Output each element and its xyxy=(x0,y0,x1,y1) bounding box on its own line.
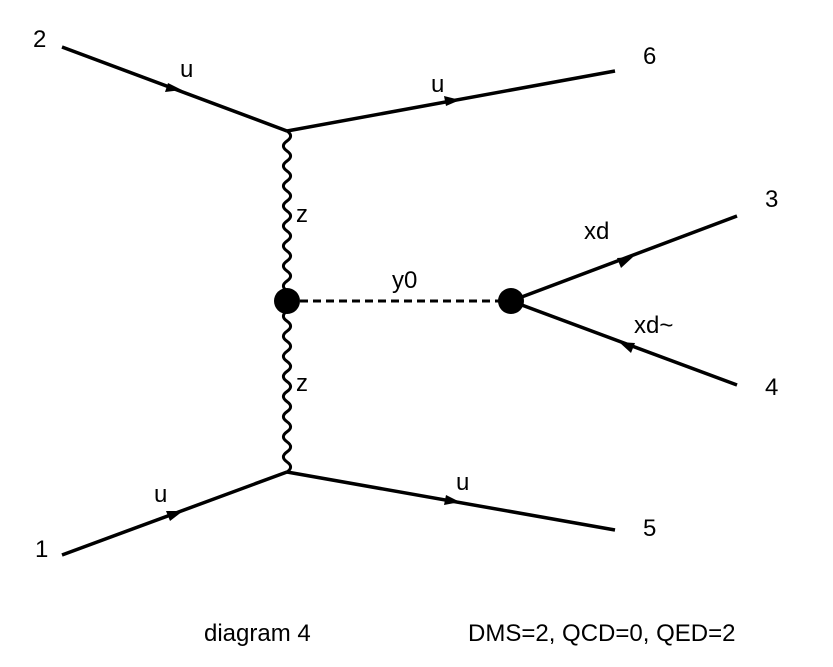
coupling-orders: DMS=2, QCD=0, QED=2 xyxy=(468,620,735,647)
label-particle-4: 4 xyxy=(765,374,778,401)
label-particle-1: 1 xyxy=(35,536,48,563)
arrow-u-in-bottom xyxy=(166,511,183,521)
label-u-out-top: u xyxy=(431,71,444,98)
label-particle-3: 3 xyxy=(765,186,778,213)
vertex-right xyxy=(498,288,524,314)
label-u-out-bottom: u xyxy=(456,469,469,496)
arrow-u-out-bottom xyxy=(444,495,460,505)
label-xd-bar: xd~ xyxy=(634,312,673,339)
arrow-xd-bar xyxy=(619,342,635,353)
label-z-upper: z xyxy=(296,201,308,228)
label-particle-2: 2 xyxy=(33,26,46,53)
label-xd: xd xyxy=(584,218,609,245)
label-z-lower: z xyxy=(296,370,308,397)
label-u-in-top: u xyxy=(180,56,193,83)
diagram-caption: diagram 4 xyxy=(204,620,311,647)
z-boson-upper xyxy=(281,129,293,303)
label-particle-5: 5 xyxy=(643,515,656,542)
vertex-left xyxy=(274,288,300,314)
label-y0: y0 xyxy=(392,267,417,294)
z-boson-lower xyxy=(281,299,293,474)
label-u-in-bottom: u xyxy=(154,481,167,508)
arrow-u-out-top xyxy=(444,96,460,106)
arrow-xd xyxy=(617,257,633,268)
label-particle-6: 6 xyxy=(643,43,656,70)
arrow-u-in-top xyxy=(165,83,182,92)
